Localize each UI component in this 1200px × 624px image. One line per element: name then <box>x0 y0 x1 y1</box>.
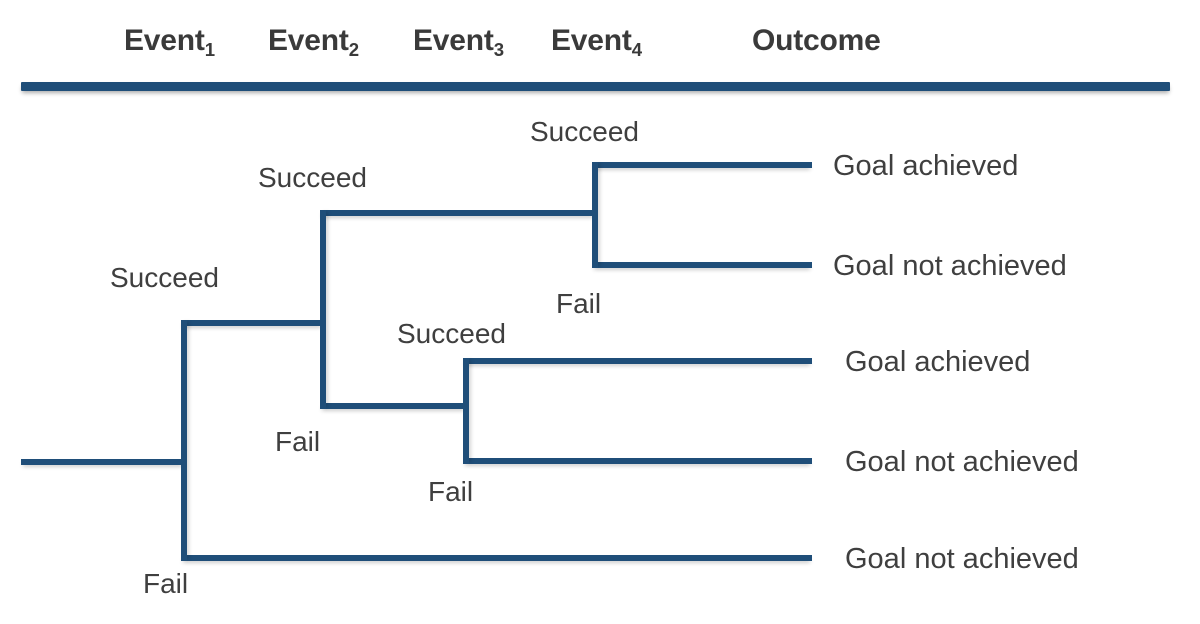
edge-event2-fail-arm <box>320 403 466 409</box>
branch-label-event2-succeed: Succeed <box>258 162 367 193</box>
column-header-event-2-subscript: 2 <box>348 38 360 60</box>
outcome-label-5: Goal not achieved <box>845 543 1079 575</box>
branch-label-event4-fail: Fail <box>556 288 602 319</box>
column-header-event-1-label: Event <box>124 24 205 57</box>
branch-label-event3-succeed: Succeed <box>397 318 506 349</box>
edge-event3-fail-arm <box>463 458 812 464</box>
edge-event2-succeed-arm <box>320 210 595 216</box>
column-header-outcome: Outcome <box>752 26 881 56</box>
column-header-event-3-label: Event <box>413 24 494 57</box>
branch-label-event4-succeed: Succeed <box>530 116 639 147</box>
edge-event1-succeed-arm <box>181 320 323 326</box>
column-header-event-2: Event2 <box>268 24 359 59</box>
outcome-label-3: Goal achieved <box>845 346 1031 378</box>
column-header-event-1: Event1 <box>124 24 215 59</box>
column-header-event-2-label: Event <box>268 24 349 57</box>
edge-event3-split <box>463 358 469 464</box>
column-header-event-4-subscript: 4 <box>631 38 643 60</box>
edge-event4-succeed-arm <box>592 162 812 168</box>
outcome-label-4: Goal not achieved <box>845 446 1079 478</box>
edge-event4-fail-arm <box>592 262 812 268</box>
edge-root-trunk <box>21 459 184 465</box>
column-header-outcome-label: Outcome <box>752 24 881 57</box>
column-header-event-4: Event4 <box>551 24 642 59</box>
column-header-event-1-subscript: 1 <box>204 38 216 60</box>
column-header-event-4-label: Event <box>551 24 632 57</box>
branch-label-event1-fail: Fail <box>143 568 189 599</box>
column-header-event-3: Event3 <box>413 24 504 59</box>
edge-event2-split <box>320 210 326 409</box>
branch-label-event2-fail: Fail <box>275 426 321 457</box>
outcome-label-2: Goal not achieved <box>833 250 1067 282</box>
branch-label-event3-fail: Fail <box>428 476 474 507</box>
branch-label-event1-succeed: Succeed <box>110 262 219 293</box>
edge-event3-succeed-arm <box>463 358 812 364</box>
outcome-label-1: Goal achieved <box>833 150 1019 182</box>
edge-event1-split <box>181 320 187 561</box>
edge-event1-fail-arm <box>181 555 812 561</box>
header-divider-rule <box>21 82 1170 91</box>
column-header-event-3-subscript: 3 <box>493 38 505 60</box>
edge-event4-split <box>592 162 598 268</box>
